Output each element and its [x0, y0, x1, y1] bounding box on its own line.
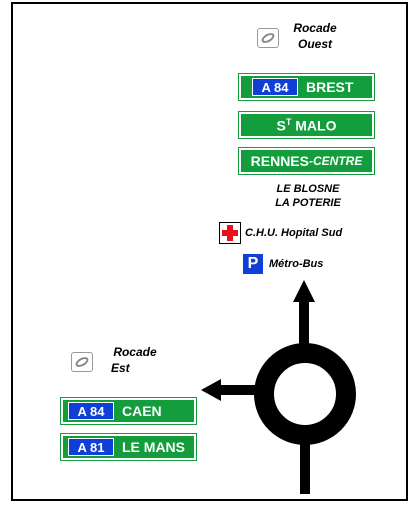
destination-caen: CAEN	[122, 403, 162, 419]
ring-road-icon	[257, 28, 279, 48]
panel-brest: A 84 BREST	[238, 73, 375, 101]
direction-sign: Rocade Ouest A 84 BREST ST MALO RENNES-C…	[11, 2, 408, 501]
road-badge-a81: A 81	[68, 438, 114, 456]
destination-brest: BREST	[306, 79, 354, 95]
rocade-ouest-label: Rocade Ouest	[293, 21, 337, 51]
panel-caen: A 84 CAEN	[60, 397, 197, 425]
panel-rennes-centre: RENNES-CENTRE	[238, 147, 375, 175]
metro-bus-label: Métro-Bus	[269, 258, 324, 270]
hospital-cross-icon	[219, 222, 241, 244]
districts-label: LE BLOSNE LA POTERIE	[275, 183, 341, 209]
north-exit-arm	[299, 298, 309, 358]
parking-icon: P	[243, 254, 263, 274]
destination-centre-suffix: -CENTRE	[309, 154, 363, 168]
panel-st-malo: ST MALO	[238, 111, 375, 139]
south-entry-arm	[300, 430, 310, 494]
panel-le-mans: A 81 LE MANS	[60, 433, 197, 461]
roundabout-diagram	[201, 280, 356, 494]
service-hospital: C.H.U. Hopital Sud	[219, 222, 342, 244]
destination-st-malo: ST MALO	[276, 116, 337, 134]
road-badge-a84: A 84	[252, 78, 298, 96]
destination-rennes: RENNES	[250, 153, 309, 169]
service-parking: P Métro-Bus	[243, 254, 323, 274]
hospital-label: C.H.U. Hopital Sud	[245, 227, 343, 239]
west-arrowhead	[201, 379, 221, 401]
destination-le-mans: LE MANS	[122, 439, 185, 455]
rocade-est-label: Rocade Est	[111, 345, 157, 375]
north-arrowhead	[293, 280, 315, 302]
road-badge-a84: A 84	[68, 402, 114, 420]
ring-road-icon	[71, 352, 93, 372]
west-exit-arm	[217, 385, 269, 395]
roundabout-ring	[254, 343, 356, 445]
